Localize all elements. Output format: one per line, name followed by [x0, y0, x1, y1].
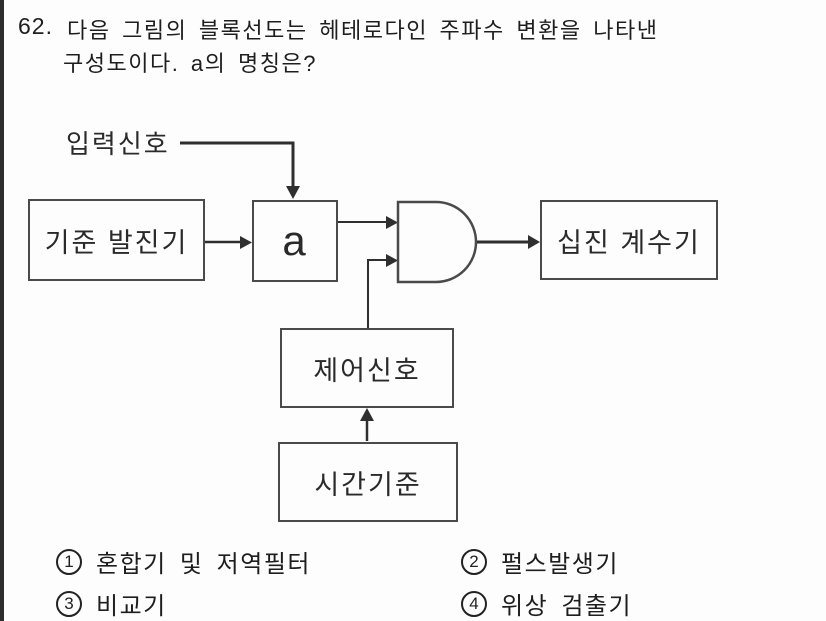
choice-4-label: 위상 검출기	[501, 593, 633, 620]
block-time-base: 시간기준	[278, 442, 458, 522]
choice-1-number-icon: 1	[56, 548, 82, 575]
choice-2-label: 펄스발생기	[501, 551, 619, 578]
choice-4-number-icon: 4	[461, 590, 487, 617]
block-control-signal: 제어신호	[280, 328, 454, 408]
arrowhead-gate-to-counter	[528, 235, 540, 249]
answer-choice-4: 4 위상 검출기	[461, 586, 632, 621]
block-reference-oscillator-label: 기준 발진기	[44, 227, 189, 258]
block-a-label: a	[282, 217, 308, 264]
answer-choice-3: 3 비교기	[56, 586, 167, 621]
block-a: a	[252, 200, 338, 282]
block-control-signal-label: 제어신호	[313, 355, 421, 386]
arrowhead-a-to-gate	[386, 216, 398, 229]
and-gate	[396, 200, 478, 284]
question-text-line1: 다음 그림의 블록선도는 헤테로다인 주파수 변환을 나타낸	[67, 18, 659, 43]
page-left-border	[0, 0, 4, 621]
input-signal-label: 입력신호	[66, 129, 170, 159]
question-number: 62.	[18, 13, 53, 39]
arrowhead-control-to-gate	[386, 254, 398, 267]
block-decimal-counter: 십진 계수기	[540, 200, 718, 280]
choice-3-number-icon: 3	[56, 590, 82, 617]
block-reference-oscillator: 기준 발진기	[28, 199, 205, 281]
question-text-line2: 구성도이다. a의 명칭은?	[63, 51, 317, 76]
block-time-base-label: 시간기준	[314, 469, 422, 500]
block-decimal-counter-label: 십진 계수기	[557, 227, 701, 258]
arrowhead-into-box-a	[286, 186, 300, 199]
arrowhead-refosc-to-a	[240, 236, 252, 249]
choice-3-label: 비교기	[96, 593, 167, 620]
connector-input-signal	[180, 141, 295, 189]
choice-2-number-icon: 2	[461, 548, 487, 575]
arrowhead-timebase-to-control	[360, 408, 374, 421]
connector-control-to-gate	[367, 259, 388, 330]
answer-choice-1: 1 혼합기 및 저역필터	[56, 544, 311, 579]
answer-choice-2: 2 펄스발생기	[461, 544, 619, 579]
choice-1-label: 혼합기 및 저역필터	[96, 551, 311, 578]
